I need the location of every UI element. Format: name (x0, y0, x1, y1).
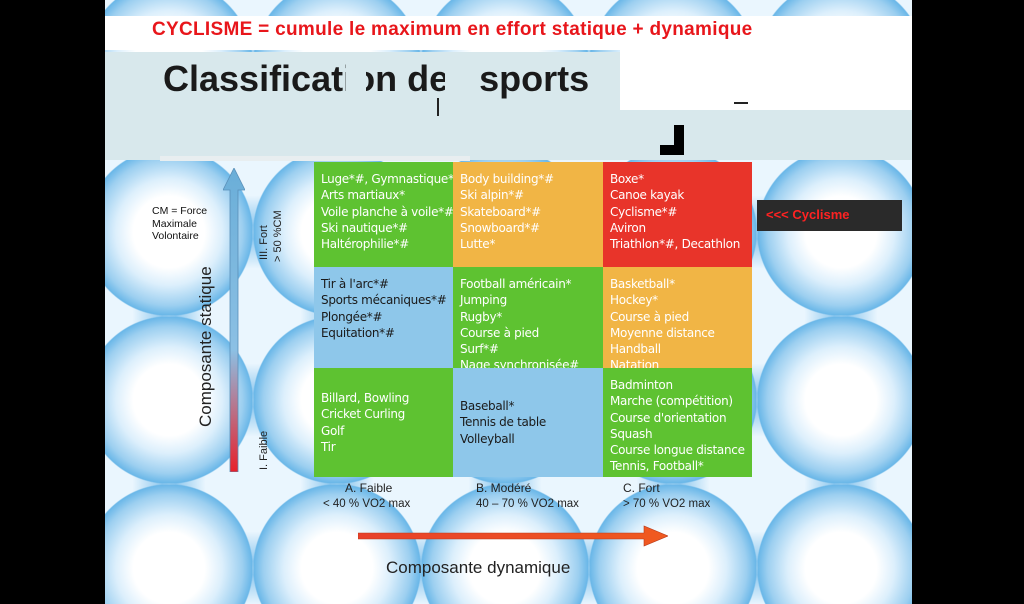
cm-note-line: Maximale (152, 217, 197, 230)
cm-note-line: Volontaire (152, 230, 199, 242)
sport-item: Handball (610, 342, 661, 357)
right-black-bar (912, 0, 1024, 604)
sport-item: Hockey* (610, 293, 658, 308)
page-title: Classification des sports (163, 58, 590, 99)
sport-item: Surf*# (460, 342, 499, 357)
cyclisme-callout-text: <<< Cyclisme (766, 207, 850, 222)
sport-item: Cyclisme*# (610, 204, 678, 219)
sport-item: Ski nautique*# (321, 220, 408, 235)
sport-item: Badminton (610, 378, 673, 392)
sport-item: Jumping (460, 293, 507, 308)
sport-item: Billard, Bowling (321, 390, 410, 405)
sport-item: Snowboard*# (460, 220, 540, 235)
tagline: CYCLISME = cumule le maximum en effort s… (152, 19, 753, 40)
sport-item: Rugby* (460, 309, 502, 324)
static-faible-label: I. Faible (258, 430, 270, 470)
dyn-col-b-label: B. Modéré (476, 481, 532, 495)
dynamic-axis-title: Composante dynamique (386, 558, 571, 577)
cyclisme-callout (757, 200, 902, 231)
divider (160, 156, 470, 161)
sport-item: Golf (321, 423, 344, 438)
sport-item: Course longue distance (610, 443, 745, 458)
sport-item: Triathlon*#, Decathlon (610, 237, 741, 252)
static-fort-label: III. Fort (258, 225, 270, 260)
sport-item: Tir (321, 439, 336, 454)
sport-item: Tir à l'arc*# (321, 277, 389, 291)
classification-grid: Luge*#, Gymnastique*# Arts martiaux*Voile… (314, 162, 752, 477)
cm-note-line: CM = Force (152, 205, 208, 217)
dyn-col-c-label: C. Fort (623, 481, 660, 495)
sport-item: Moyenne distance (610, 325, 715, 340)
sport-item: Equitation*# (321, 325, 395, 340)
title-artifact (445, 68, 475, 106)
sport-item: Course à pied (460, 325, 539, 340)
sport-item: Course d'orientation (610, 410, 727, 425)
grid-cell: Tir à l'arc*# Sports mécaniques*#Plongée*… (314, 267, 453, 368)
sport-item: Tennis de table (460, 415, 546, 430)
static-fort-sub: > 50 %CM (272, 210, 284, 262)
title-artifact (437, 98, 439, 116)
sport-item: Lutte* (460, 237, 496, 252)
dynamic-axis-arrow (358, 525, 668, 547)
sport-item: Squash (610, 426, 653, 441)
sport-item: Body building*# (460, 172, 554, 186)
title-artifact (660, 125, 674, 145)
title-panel-white (620, 50, 912, 110)
sport-item: Baseball* (460, 399, 515, 414)
sport-item: Aviron (610, 220, 646, 235)
sport-item: Haltérophilie*# (321, 237, 409, 252)
title-artifact (346, 62, 366, 108)
cm-note: CM = Force Maximale Volontaire (152, 205, 207, 243)
sport-item: Basketball* (610, 277, 675, 291)
sport-item: Boxe* (610, 172, 644, 186)
title-artifact (734, 102, 748, 104)
static-axis-arrow (223, 168, 245, 472)
sport-item: Plongée*# (321, 309, 383, 324)
sport-item: Course à pied (610, 309, 689, 324)
grid-cell: Luge*#, Gymnastique*# Arts martiaux*Voile… (314, 162, 464, 267)
static-axis-title: Composante statique (196, 266, 215, 427)
sport-item: Canoe kayak (610, 188, 685, 203)
left-black-bar (0, 0, 105, 604)
sport-item: Sports mécaniques*# (321, 293, 447, 308)
grid-cell: Body building*# Ski alpin*#Skateboard*#Sn… (453, 162, 603, 267)
dyn-col-a-sub: < 40 % VO2 max (323, 498, 411, 510)
sport-item: Arts martiaux* (321, 188, 405, 203)
sport-item: Tennis, Football* (610, 459, 704, 474)
sport-item: Cricket Curling (321, 407, 405, 422)
tagline-banner (105, 16, 912, 50)
sport-item: Skateboard*# (460, 204, 541, 219)
sport-item: Marche (compétition) (610, 394, 733, 409)
sport-item: Football américain* (460, 277, 572, 291)
sport-item: Luge*#, Gymnastique*# (321, 172, 464, 186)
dyn-col-b-sub: 40 – 70 % VO2 max (476, 498, 579, 510)
sport-item: Ski alpin*# (460, 188, 524, 203)
sport-item: Volleyball (460, 431, 515, 446)
dyn-col-a-label: A. Faible (345, 481, 393, 495)
sport-item: Voile planche à voile*# (321, 204, 454, 219)
dyn-col-c-sub: > 70 % VO2 max (623, 498, 711, 510)
